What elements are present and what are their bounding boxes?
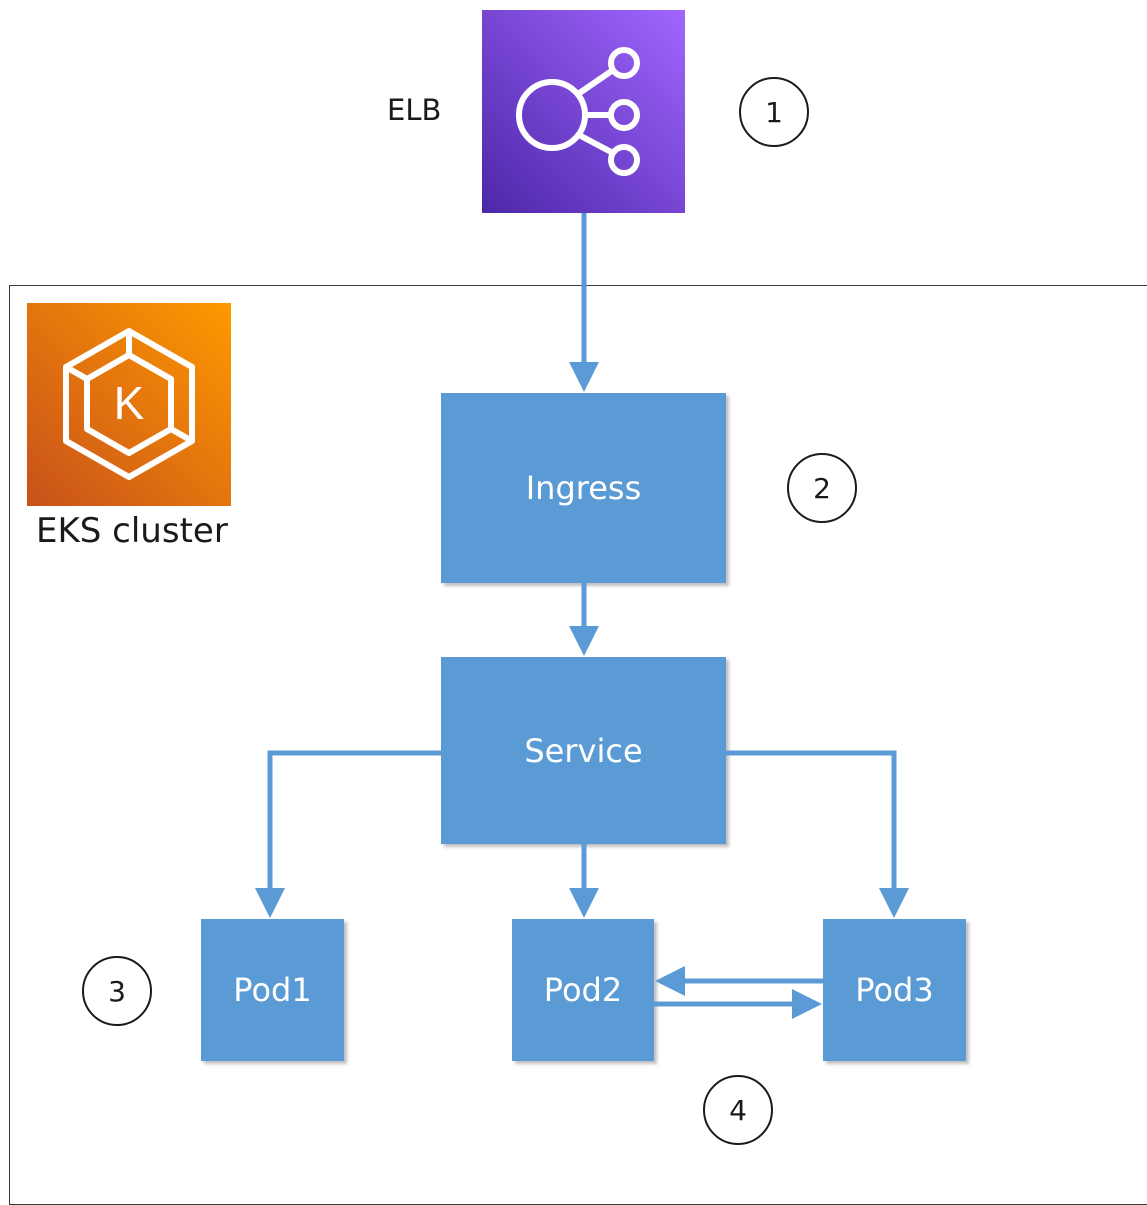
pod3-box[interactable]: Pod3 [823,919,966,1061]
pod2-label: Pod2 [543,971,623,1009]
ingress-box[interactable]: Ingress [441,393,726,583]
pod3-label: Pod3 [855,971,934,1009]
step-marker-2: 2 [787,453,857,523]
elb-tile [482,10,685,213]
eks-cluster-label: EKS cluster [36,511,228,551]
service-box[interactable]: Service [441,657,726,844]
elastic-load-balancing-icon [516,47,640,176]
step-marker-1: 1 [739,77,809,147]
step-marker-4: 4 [703,1075,773,1145]
pod1-label: Pod1 [233,971,312,1009]
eks-kubernetes-icon: K [63,328,195,480]
service-label: Service [524,731,643,770]
ingress-label: Ingress [525,469,642,507]
pod2-box[interactable]: Pod2 [512,919,654,1061]
pod1-box[interactable]: Pod1 [201,919,344,1061]
elb-label: ELB [387,93,442,127]
step-marker-3: 3 [82,956,152,1026]
eks-tile: K [27,303,231,506]
kubernetes-glyph: K [114,377,145,429]
